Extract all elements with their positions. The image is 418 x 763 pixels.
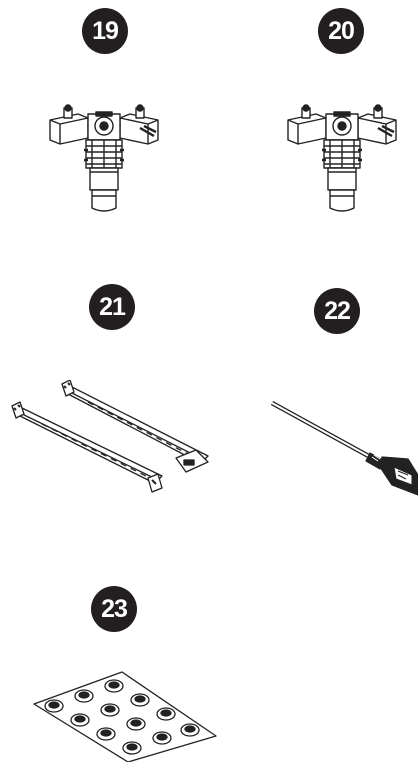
- part-number-badge-23: 23: [91, 586, 137, 632]
- fan-bracket-icon: [44, 100, 164, 216]
- part-number-badge-20: 20: [318, 8, 364, 54]
- part-number-badge-19: 19: [82, 8, 128, 54]
- part-number-badge-21: 21: [89, 284, 135, 330]
- rack-rail-kit-icon: [8, 380, 218, 505]
- power-cord-icon: [270, 395, 418, 505]
- fan-bracket-icon: [282, 100, 402, 216]
- rubber-feet-sheet-icon: [30, 670, 218, 762]
- part-number-badge-22: 22: [314, 288, 360, 334]
